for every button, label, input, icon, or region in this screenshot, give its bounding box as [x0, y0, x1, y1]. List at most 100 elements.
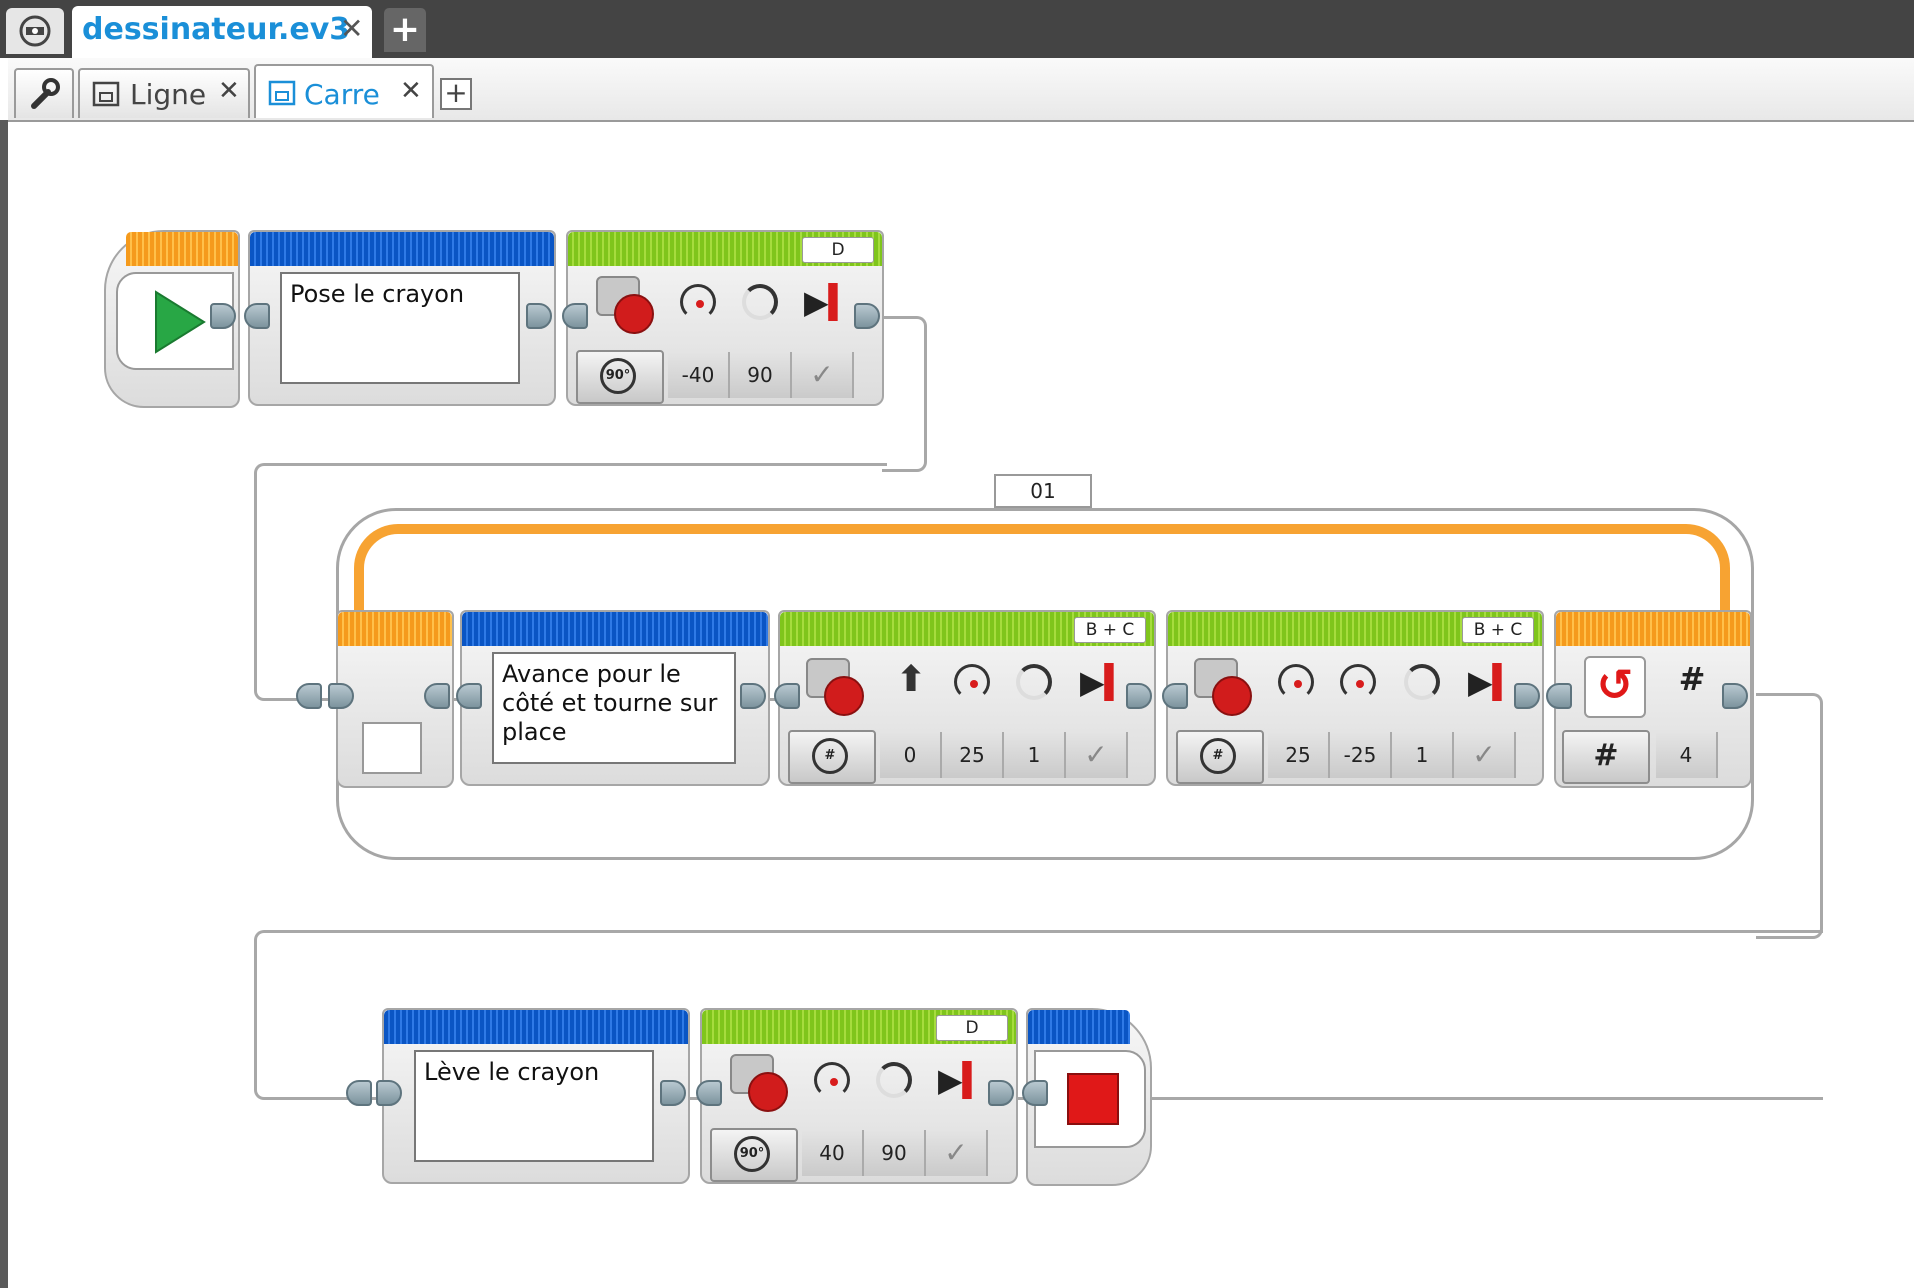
power-left-input[interactable]: 25: [1268, 732, 1330, 778]
move-tank-block[interactable]: B + C ▶▍ # 25 -25 1 ✓: [1166, 610, 1544, 786]
sequence-plug[interactable]: [210, 303, 236, 329]
port-selector[interactable]: D: [936, 1015, 1008, 1041]
rotations-icon: [1016, 664, 1052, 700]
mode-selector[interactable]: 90°: [576, 350, 664, 404]
mode-selector[interactable]: #: [788, 730, 876, 784]
comment-block-header: [384, 1010, 688, 1044]
sequence-plug[interactable]: [562, 303, 588, 329]
comment-block[interactable]: Avance pour le côté et tourne sur place: [460, 610, 770, 786]
file-tab[interactable]: dessinateur.ev3 ✕: [72, 6, 372, 58]
steering-input[interactable]: 0: [880, 732, 942, 778]
rotations-input[interactable]: 1: [1004, 732, 1066, 778]
home-icon: [19, 15, 51, 47]
sequence-plug[interactable]: [1514, 683, 1540, 709]
loop-highlight: [354, 524, 1730, 644]
sequence-plug[interactable]: [244, 303, 270, 329]
loop-name-label[interactable]: 01: [994, 474, 1092, 508]
loop-interrupt-icon: [362, 722, 422, 774]
canvas-edge: [0, 120, 8, 1288]
comment-text[interactable]: Pose le crayon: [280, 272, 520, 384]
start-block[interactable]: [104, 230, 240, 408]
loop-start-header: [338, 612, 452, 646]
sequence-plug[interactable]: [1546, 683, 1572, 709]
sequence-plug[interactable]: [424, 683, 450, 709]
close-tab-icon[interactable]: ✕: [400, 76, 422, 106]
sequence-wire: [1756, 693, 1823, 939]
port-selector[interactable]: B + C: [1462, 617, 1534, 643]
port-selector[interactable]: B + C: [1074, 617, 1146, 643]
power-icon: [814, 1062, 850, 1098]
close-tab-icon[interactable]: ✕: [218, 76, 240, 106]
degrees-input[interactable]: 90: [864, 1130, 926, 1176]
degrees-mode-icon: 90°: [734, 1136, 770, 1172]
power-input[interactable]: 40: [802, 1130, 864, 1176]
sequence-plug[interactable]: [988, 1080, 1014, 1106]
count-icon: #: [1678, 660, 1706, 698]
medium-motor-block[interactable]: D ▶▍ 90° -40 90 ✓: [566, 230, 884, 406]
tab-carre[interactable]: Carre ✕: [254, 64, 434, 118]
start-block-header: [126, 232, 238, 266]
loop-end-block[interactable]: ↺ # # 4: [1554, 610, 1752, 788]
mode-selector[interactable]: 90°: [710, 1128, 798, 1182]
degrees-mode-icon: 90°: [600, 358, 636, 394]
sequence-wire: [882, 316, 927, 472]
add-program-button[interactable]: +: [440, 78, 472, 110]
sequence-plug[interactable]: [328, 683, 354, 709]
sequence-plug[interactable]: [456, 683, 482, 709]
mode-selector[interactable]: #: [1176, 730, 1264, 784]
power-input[interactable]: 25: [942, 732, 1004, 778]
tank-motor-icon: [1194, 658, 1260, 716]
sequence-plug[interactable]: [376, 1080, 402, 1106]
tab-ligne[interactable]: Ligne ✕: [78, 68, 250, 118]
brake-input[interactable]: ✓: [1454, 732, 1516, 778]
sequence-plug[interactable]: [296, 683, 322, 709]
loop-mode-selector[interactable]: #: [1562, 730, 1650, 784]
comment-text[interactable]: Lève le crayon: [414, 1050, 654, 1162]
sequence-plug[interactable]: [526, 303, 552, 329]
comment-text[interactable]: Avance pour le côté et tourne sur place: [492, 652, 736, 764]
power-icon: [680, 284, 716, 320]
degrees-icon: [876, 1062, 912, 1098]
sequence-plug[interactable]: [740, 683, 766, 709]
tab-project-properties[interactable]: [14, 68, 74, 118]
new-project-button[interactable]: +: [384, 8, 426, 52]
port-selector[interactable]: D: [802, 237, 874, 263]
power-icon: [954, 664, 990, 700]
brake-icon: ▶▍: [1080, 663, 1130, 701]
degrees-icon: [742, 284, 778, 320]
rotations-icon: [1404, 664, 1440, 700]
lobby-button[interactable]: [6, 8, 64, 54]
close-file-icon[interactable]: ✕: [340, 12, 364, 45]
sequence-plug[interactable]: [1722, 683, 1748, 709]
rotations-mode-icon: #: [1200, 738, 1236, 774]
sequence-plug[interactable]: [346, 1080, 372, 1106]
medium-motor-block[interactable]: D ▶▍ 90° 40 90 ✓: [700, 1008, 1018, 1184]
sequence-plug[interactable]: [774, 683, 800, 709]
stop-block[interactable]: [1026, 1008, 1152, 1186]
loop-start-block[interactable]: [336, 610, 454, 788]
rotations-input[interactable]: 1: [1392, 732, 1454, 778]
comment-block-header: [250, 232, 554, 266]
sequence-plug[interactable]: [660, 1080, 686, 1106]
power-right-input[interactable]: -25: [1330, 732, 1392, 778]
sequence-plug[interactable]: [1022, 1080, 1048, 1106]
power-input[interactable]: -40: [668, 352, 730, 398]
play-icon[interactable]: [118, 274, 236, 372]
steering-icon: ⬆: [896, 659, 927, 700]
sequence-plug[interactable]: [854, 303, 880, 329]
comment-block[interactable]: Lève le crayon: [382, 1008, 690, 1184]
brake-input[interactable]: ✓: [1066, 732, 1128, 778]
sequence-plug[interactable]: [1162, 683, 1188, 709]
steering-motor-icon: [806, 658, 872, 716]
brake-input[interactable]: ✓: [792, 352, 854, 398]
move-steering-block[interactable]: B + C ⬆ ▶▍ # 0 25 1 ✓: [778, 610, 1156, 786]
sequence-plug[interactable]: [1126, 683, 1152, 709]
sequence-plug[interactable]: [696, 1080, 722, 1106]
brake-icon: ▶▍: [938, 1061, 988, 1099]
degrees-input[interactable]: 90: [730, 352, 792, 398]
brake-input[interactable]: ✓: [926, 1130, 988, 1176]
loop-end-header: [1556, 612, 1750, 646]
comment-block[interactable]: Pose le crayon: [248, 230, 556, 406]
stop-icon[interactable]: [1036, 1052, 1148, 1150]
loop-count-input[interactable]: 4: [1656, 732, 1718, 778]
